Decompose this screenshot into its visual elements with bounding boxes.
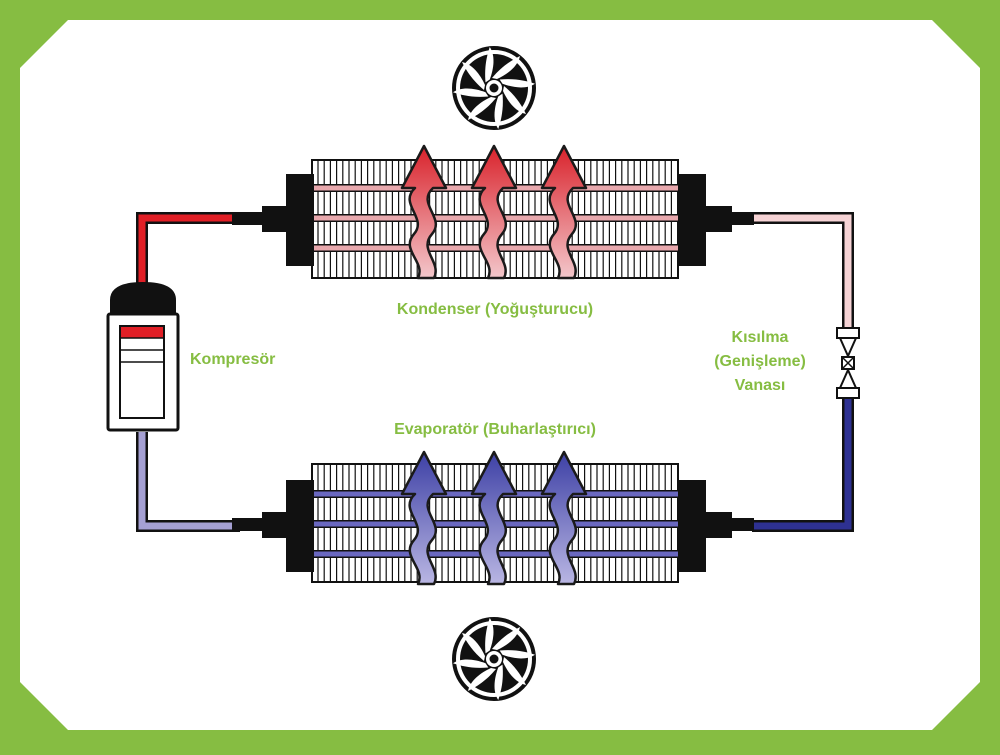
valve-label-line1: Kısılma bbox=[731, 329, 789, 346]
compressor-icon bbox=[106, 282, 180, 432]
evaporator-label: Evaporatör (Buharlaştırıcı) bbox=[394, 421, 596, 438]
heat-arrow-icon bbox=[540, 450, 588, 586]
evaporator-heat-arrows bbox=[400, 450, 588, 586]
condenser-heat-arrows bbox=[400, 144, 588, 280]
white-panel bbox=[20, 20, 980, 730]
heat-arrow-icon bbox=[470, 144, 518, 280]
condenser-fan-icon bbox=[452, 46, 536, 130]
compressor-label: Kompresör bbox=[190, 351, 276, 368]
heat-arrow-icon bbox=[400, 144, 448, 280]
valve-label-line2: (Genişleme) bbox=[714, 353, 806, 370]
heat-arrow-icon bbox=[400, 450, 448, 586]
expansion-valve-icon bbox=[836, 327, 860, 399]
valve-label-line3: Vanası bbox=[734, 377, 786, 394]
evaporator-fan-icon bbox=[452, 617, 536, 701]
heat-arrow-icon bbox=[540, 144, 588, 280]
heat-arrow-icon bbox=[470, 450, 518, 586]
condenser-label: Kondenser (Yoğuşturucu) bbox=[396, 301, 594, 318]
